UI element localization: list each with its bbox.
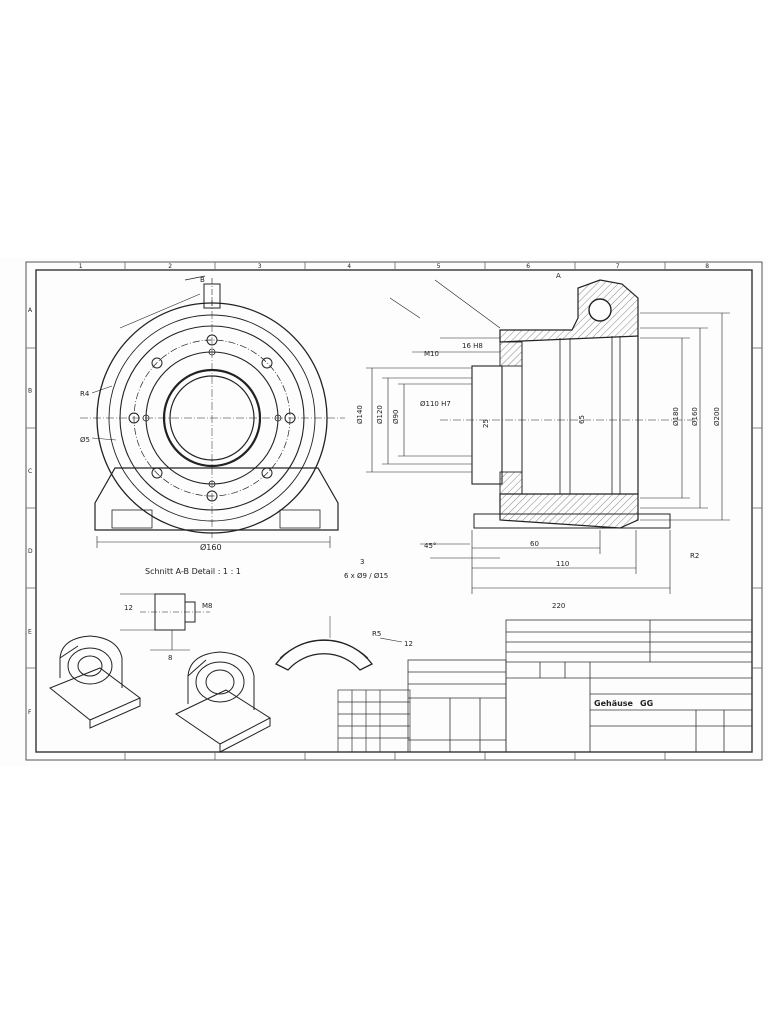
- section-mark-b: B: [200, 276, 205, 284]
- title-main-code: GG: [640, 699, 653, 708]
- technical-drawing: Ø160 R4 Ø5 Schnitt A-B Detail : 1 : 1: [25, 261, 763, 761]
- isometric-view-2: [175, 651, 271, 753]
- view-caption: Schnitt A-B Detail : 1 : 1: [145, 567, 241, 576]
- frame-ticks: [26, 262, 762, 760]
- grid-col-label: 5: [437, 263, 441, 270]
- grid-row-label: F: [28, 709, 32, 716]
- dim-left-r1: R4: [80, 390, 90, 398]
- grid-row-label: E: [28, 629, 32, 636]
- dim-small-r: R2: [690, 552, 699, 560]
- dim-arc-1: R5: [372, 630, 381, 638]
- grid-col-label: 2: [168, 263, 172, 270]
- title-block: [407, 619, 753, 753]
- grid-row-label: A: [28, 307, 33, 314]
- dim-d1: Ø180: [672, 407, 680, 426]
- dim-h1: Ø140: [356, 405, 364, 424]
- dim-d2: Ø160: [691, 407, 699, 426]
- grid-col-label: 4: [347, 263, 351, 270]
- dim-left-r2: Ø5: [80, 436, 90, 444]
- section-mark-a: A: [556, 272, 561, 280]
- dim-bore: Ø110 H7: [420, 400, 451, 408]
- outer-frame: [25, 261, 763, 761]
- isometric-view-1: [49, 635, 141, 729]
- section-view: [366, 279, 730, 594]
- parts-table: [337, 689, 411, 753]
- dim-arc-2: 12: [404, 640, 413, 648]
- dim-detail-1: M8: [202, 602, 213, 610]
- grid-col-label: 8: [705, 263, 709, 270]
- dim-bottom-b: 60: [530, 540, 539, 548]
- drawing-sheet: Ø160 R4 Ø5 Schnitt A-B Detail : 1 : 1: [0, 258, 768, 766]
- dim-detail-5: 3: [360, 558, 364, 566]
- dim-bottom-a: 110: [556, 560, 569, 568]
- title-main-label: Gehäuse: [594, 699, 634, 708]
- dim-detail-4: 6 x Ø9 / Ø15: [344, 572, 388, 580]
- dim-d3: Ø200: [713, 407, 721, 426]
- arc-segment-view: [275, 616, 403, 671]
- grid-col-label: 7: [616, 263, 620, 270]
- grid-row-labels: A B C D E F: [28, 307, 33, 716]
- dim-detail-2: 12: [124, 604, 133, 612]
- detail-view: [120, 593, 210, 651]
- dim-detail-3: 8: [168, 654, 172, 662]
- dim-bottom-total: 220: [552, 602, 565, 610]
- grid-col-label: 1: [79, 263, 83, 270]
- grid-row-label: B: [28, 388, 32, 395]
- dim-top-b: M10: [424, 350, 439, 358]
- dim-front-width: Ø160: [200, 542, 222, 552]
- dim-h3: Ø90: [392, 410, 400, 424]
- dim-chamfer: 45°: [424, 542, 436, 550]
- grid-row-label: C: [28, 468, 32, 475]
- grid-col-label: 3: [258, 263, 262, 270]
- dim-v2: 25: [482, 419, 490, 428]
- front-view: [80, 275, 345, 548]
- dim-top-a: 16 H8: [462, 342, 483, 350]
- dim-v1: 65: [578, 415, 586, 424]
- dim-h2: Ø120: [376, 405, 384, 424]
- grid-col-label: 6: [526, 263, 530, 270]
- grid-row-label: D: [28, 548, 33, 555]
- grid-column-labels: 1 2 3 4 5 6 7 8: [79, 263, 710, 270]
